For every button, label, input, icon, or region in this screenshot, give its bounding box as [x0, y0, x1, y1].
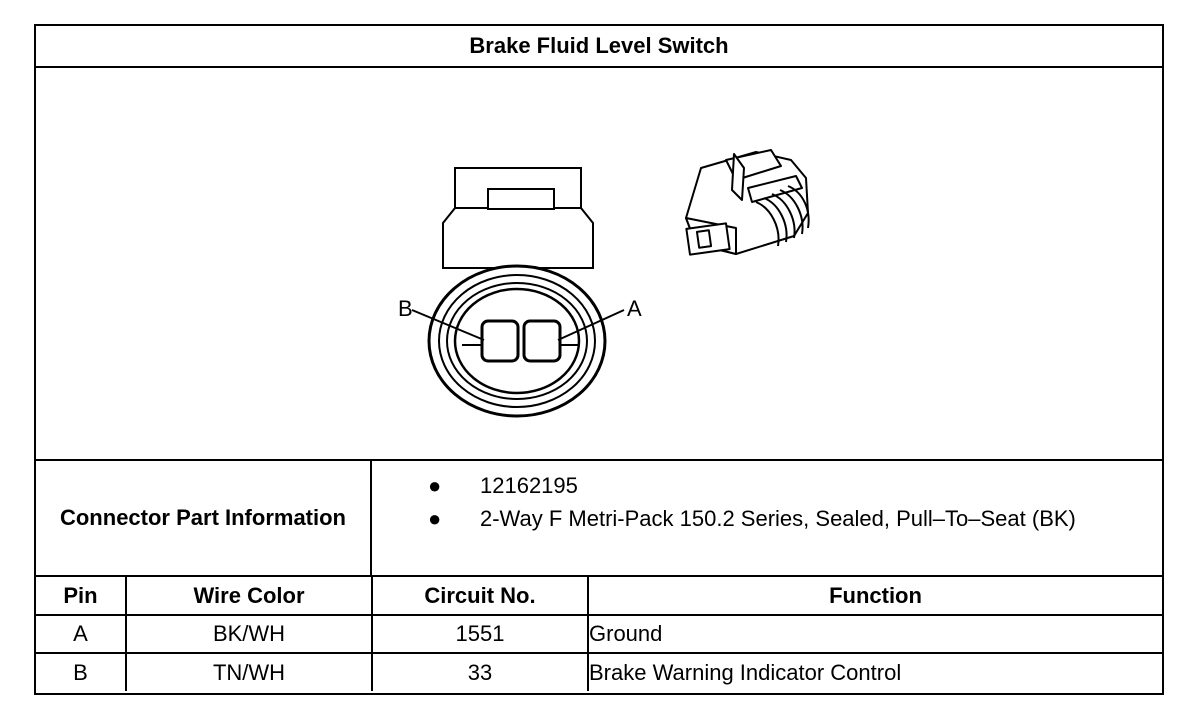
pin-a-callout: A [627, 296, 642, 321]
bullet-icon: ● [428, 473, 442, 498]
pin-table-header: Pin Wire Color Circuit No. Function [36, 577, 1162, 616]
header-function: Function [587, 577, 1162, 616]
header-wire-color: Wire Color [125, 577, 373, 616]
header-pin: Pin [36, 577, 127, 616]
table-row: B TN/WH 33 Brake Warning Indicator Contr… [36, 652, 1162, 691]
connector-part-info: Connector Part Information ● 12162195 ● … [36, 461, 1162, 577]
part-number-item: ● 12162195 [372, 469, 1162, 502]
cell-circuit-no: 1551 [371, 614, 589, 654]
connector-part-info-label: Connector Part Information [36, 461, 372, 575]
cell-function: Brake Warning Indicator Control [587, 652, 1162, 691]
cell-wire-color: BK/WH [125, 614, 373, 654]
header-circuit-no: Circuit No. [371, 577, 589, 616]
cell-pin: A [36, 614, 127, 654]
connector-face-illustration: B A [398, 149, 810, 418]
connector-part-info-list: ● 12162195 ● 2-Way F Metri-Pack 150.2 Se… [372, 461, 1162, 583]
table-row: A BK/WH 1551 Ground [36, 614, 1162, 654]
pin-table: Pin Wire Color Circuit No. Function A BK… [36, 577, 1162, 691]
part-description: 2-Way F Metri-Pack 150.2 Series, Sealed,… [480, 506, 1076, 531]
cell-pin: B [36, 652, 127, 691]
part-description-item: ● 2-Way F Metri-Pack 150.2 Series, Seale… [372, 502, 1162, 535]
cell-circuit-no: 33 [371, 652, 589, 691]
bullet-icon: ● [428, 506, 442, 531]
cell-wire-color: TN/WH [125, 652, 373, 691]
pin-b-callout: B [398, 296, 413, 321]
cell-function: Ground [587, 614, 1162, 654]
sheet-title: Brake Fluid Level Switch [36, 26, 1162, 68]
part-number: 12162195 [480, 473, 578, 498]
connector-drawing: B A [36, 68, 1162, 461]
connector-sheet: Brake Fluid Level Switch [34, 24, 1164, 695]
